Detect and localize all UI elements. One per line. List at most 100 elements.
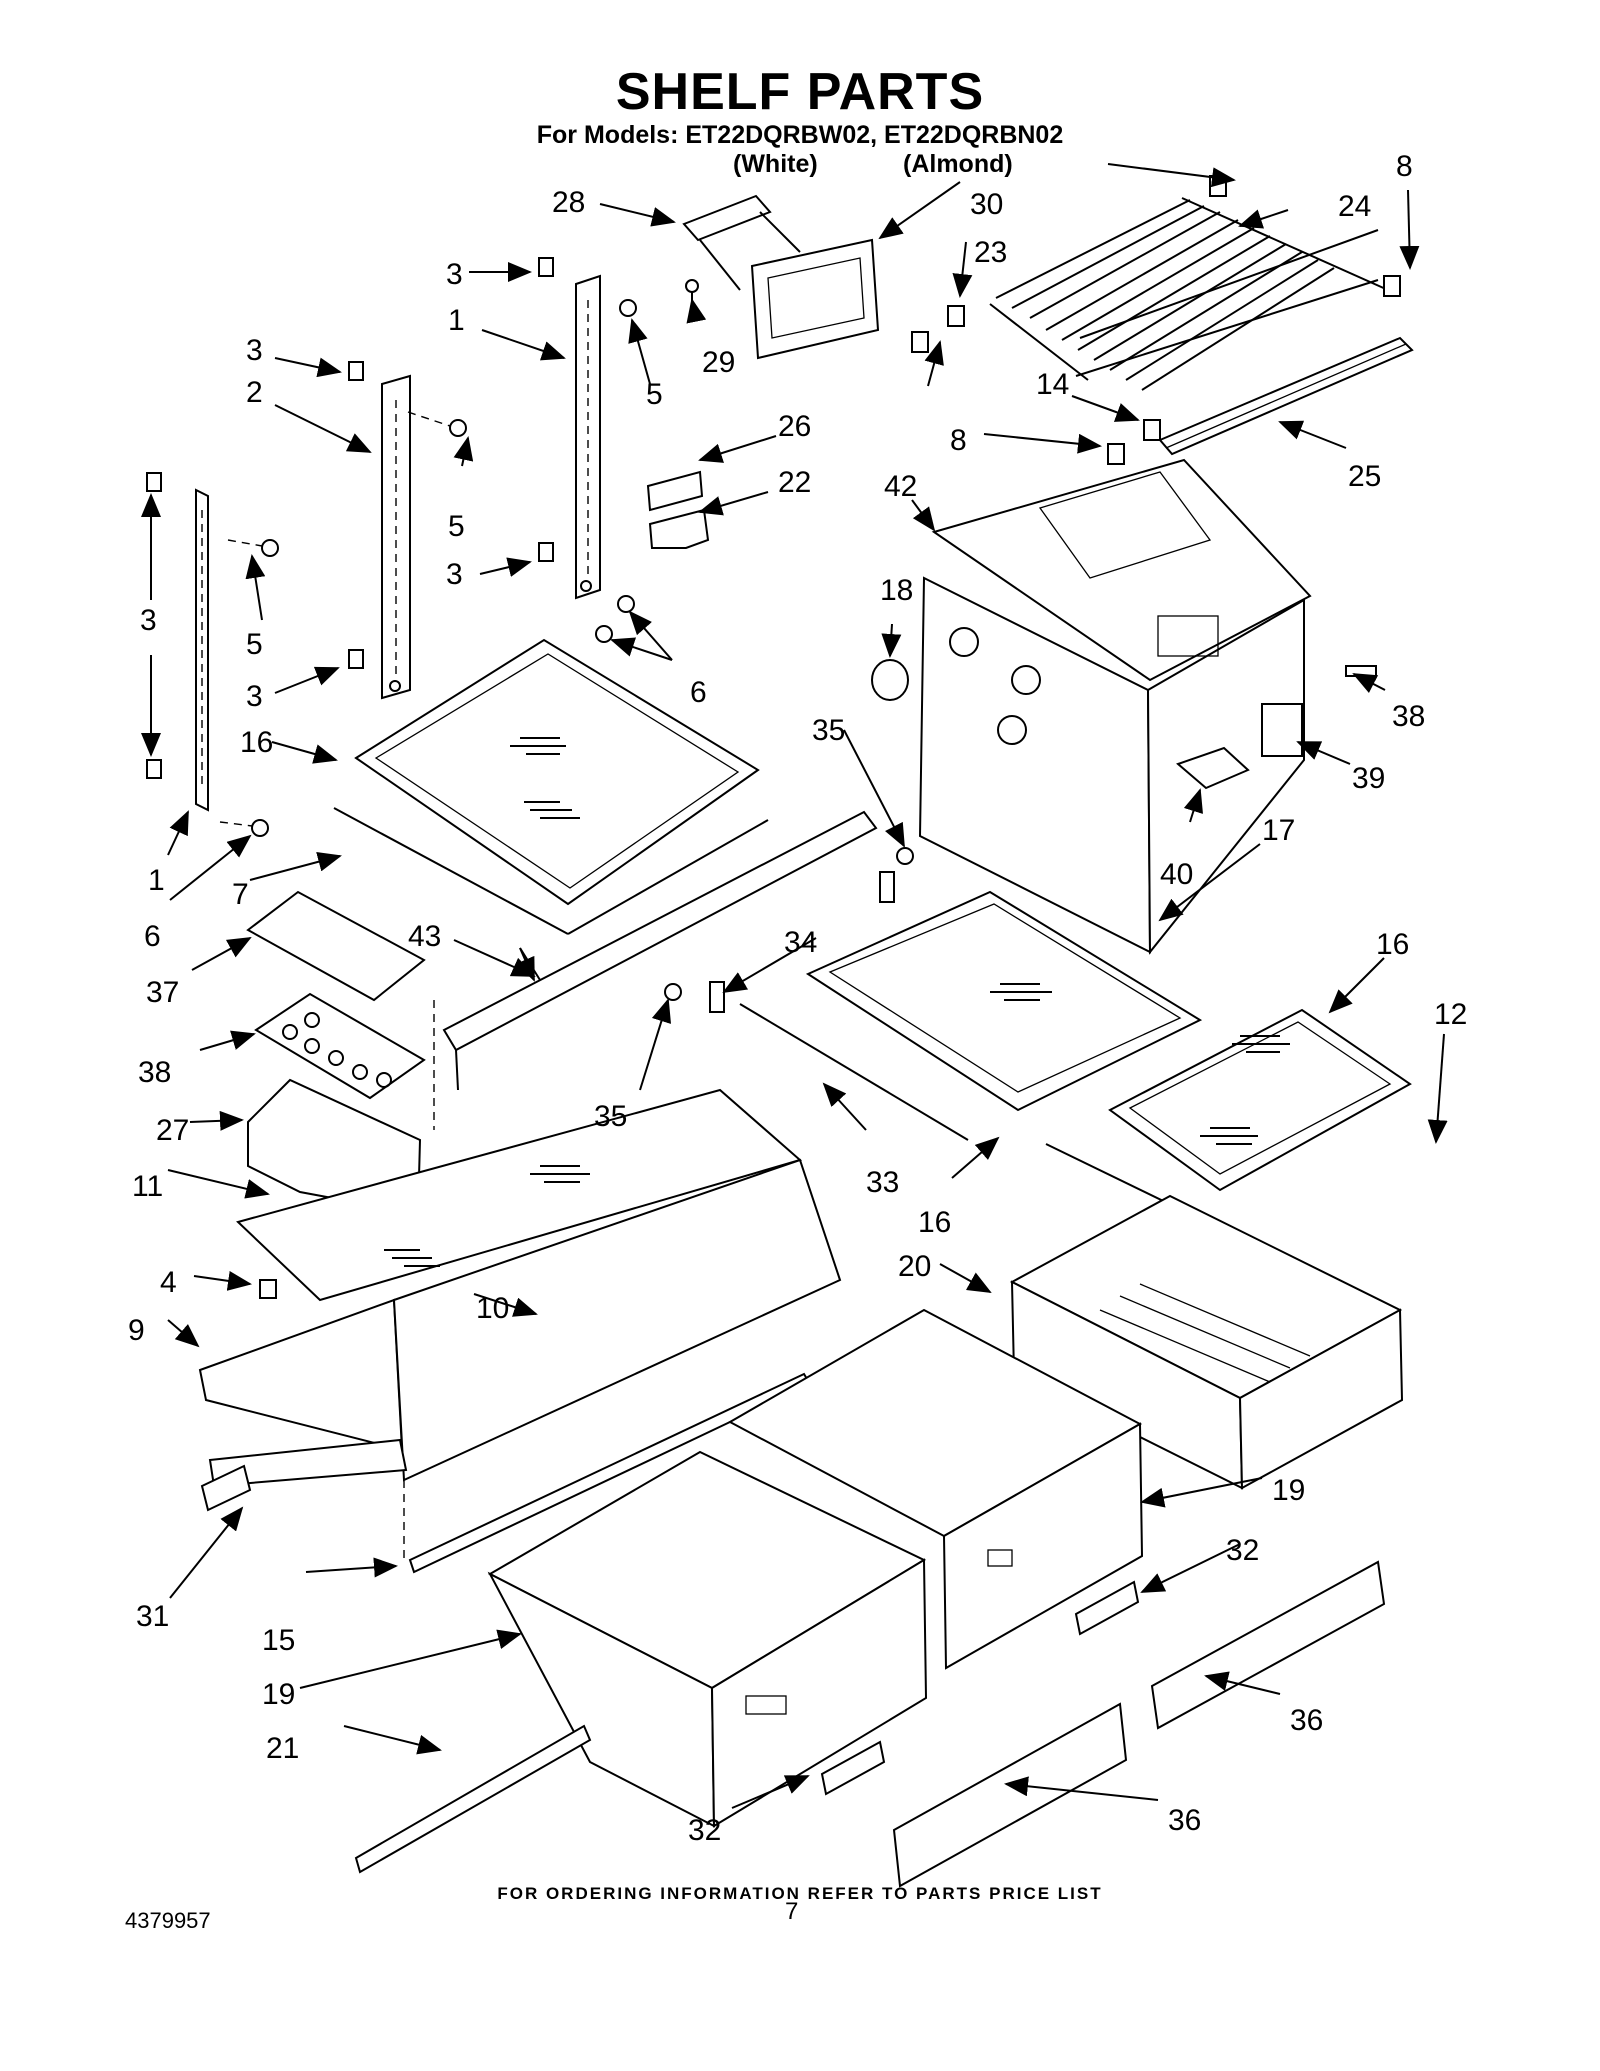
clip-32-lower — [820, 1740, 886, 1796]
callout-23: 23 — [974, 236, 1007, 269]
callout-5c: 5 — [246, 628, 263, 661]
tray-30 — [750, 238, 880, 360]
callout-41: 40 — [1160, 858, 1193, 891]
callout-18: 18 — [880, 574, 913, 607]
button-18 — [871, 659, 909, 701]
callout-16b: 16 — [1376, 928, 1409, 961]
ordering-note: FOR ORDERING INFORMATION REFER TO PARTS … — [497, 1884, 1103, 1903]
callout-8b: 8 — [950, 424, 967, 457]
callout-9: 9 — [128, 1314, 145, 1347]
lid-37 — [246, 890, 426, 1002]
stop-4 — [259, 1279, 277, 1299]
callout-43: 43 — [408, 920, 441, 953]
rail-left-1 — [195, 488, 209, 812]
page-title: SHELF PARTS — [615, 63, 985, 121]
callout-8a: 8 — [1396, 150, 1413, 183]
callout-32a: 32 — [1226, 1534, 1259, 1567]
callout-38: 38 — [138, 1056, 171, 1089]
callout-16c: 16 — [918, 1206, 951, 1239]
document-number: 4379957 — [125, 1908, 211, 1933]
callout-34: 34 — [784, 926, 817, 959]
trim-34 — [709, 981, 725, 1013]
callout-15: 15 — [262, 1624, 295, 1657]
rail-43 — [442, 810, 878, 1091]
callout-35a: 35 — [812, 714, 845, 747]
callout-20: 20 — [898, 1250, 931, 1283]
almond-label: (Almond) — [903, 150, 1013, 178]
callout-3b: 3 — [246, 334, 263, 367]
trim-36-lower — [892, 1702, 1128, 1888]
trim-36-upper — [1150, 1560, 1386, 1730]
callout-28: 28 — [552, 186, 585, 219]
models-line: For Models: ET22DQRBW02, ET22DQRBN02 — [536, 121, 1064, 149]
egg-insert-38 — [254, 992, 426, 1100]
callout-25: 25 — [1348, 460, 1381, 493]
callout-32b: 32 — [688, 1814, 721, 1847]
callout-11: 11 — [132, 1170, 163, 1203]
rail-right-1 — [575, 274, 601, 600]
callout-31: 31 — [136, 1600, 169, 1633]
drawer-19-left — [487, 1450, 928, 1828]
bracket-28 — [682, 194, 801, 291]
hatch-marks — [510, 737, 580, 819]
clip-32-upper — [1074, 1580, 1140, 1636]
hatch-right — [990, 983, 1290, 1145]
callout-42: 42 — [884, 470, 917, 503]
callout-26: 26 — [778, 410, 811, 443]
callout-numbers: 3 1 3 2 3 5 5 3 5 3 6 16 1 6 7 28 29 30 … — [128, 150, 1467, 1847]
clip-26 — [646, 470, 704, 512]
callout-19a: 19 — [1272, 1474, 1305, 1507]
callout-3a: 3 — [446, 258, 463, 291]
screws — [219, 279, 914, 1001]
callout-12: 12 — [1434, 998, 1467, 1031]
callout-16a: 16 — [240, 726, 273, 759]
drawer-19-right — [727, 1308, 1144, 1670]
callout-29: 29 — [702, 346, 735, 379]
hatch-center — [384, 1165, 590, 1267]
glass-shelf-16-upper — [333, 638, 769, 935]
callout-7: 7 — [232, 878, 249, 911]
bracket-40 — [1261, 703, 1303, 757]
callout-3e: 3 — [246, 680, 263, 713]
callout-1a: 1 — [448, 304, 465, 337]
frame-9-10 — [198, 1158, 842, 1560]
callout-3c: 3 — [140, 604, 157, 637]
shelf-clips — [911, 175, 1401, 465]
callout-5b: 5 — [448, 510, 465, 543]
wire-shelf-24 — [989, 197, 1389, 391]
callout-3d: 3 — [446, 558, 463, 591]
leader-lines — [141, 163, 1448, 1809]
crisper-20 — [1009, 1194, 1404, 1490]
callout-33: 33 — [866, 1166, 899, 1199]
white-label: (White) — [733, 150, 818, 178]
callout-6a: 6 — [690, 676, 707, 709]
callout-36a: 36 — [1290, 1704, 1323, 1737]
callout-40: 39 — [1352, 762, 1385, 795]
callout-5a: 5 — [646, 378, 663, 411]
rail-31 — [200, 1464, 252, 1512]
callout-37: 37 — [146, 976, 179, 1009]
callout-36b: 36 — [1168, 1804, 1201, 1837]
rail-middle-2 — [381, 374, 411, 700]
callout-24: 24 — [1338, 190, 1371, 223]
trim-34b — [879, 871, 895, 903]
part-41 — [1176, 746, 1250, 790]
callout-27: 27 — [156, 1114, 189, 1147]
dispenser-housing — [918, 458, 1312, 955]
clip-22 — [648, 508, 710, 549]
callout-2: 2 — [246, 376, 263, 409]
page-number: 7 — [785, 1898, 799, 1925]
callout-30: 30 — [970, 188, 1003, 221]
callout-1b: 1 — [148, 864, 165, 897]
callout-10: 10 — [476, 1292, 509, 1325]
callout-21: 21 — [266, 1732, 299, 1765]
callout-6b: 6 — [144, 920, 161, 953]
shelf-trim-25 — [1158, 336, 1414, 456]
trim-21 — [354, 1724, 592, 1874]
callout-39: 38 — [1392, 700, 1425, 733]
callout-17: 17 — [1262, 814, 1295, 847]
callout-14: 14 — [1036, 368, 1069, 401]
callout-19b: 19 — [262, 1678, 295, 1711]
rail-caps — [146, 257, 554, 779]
